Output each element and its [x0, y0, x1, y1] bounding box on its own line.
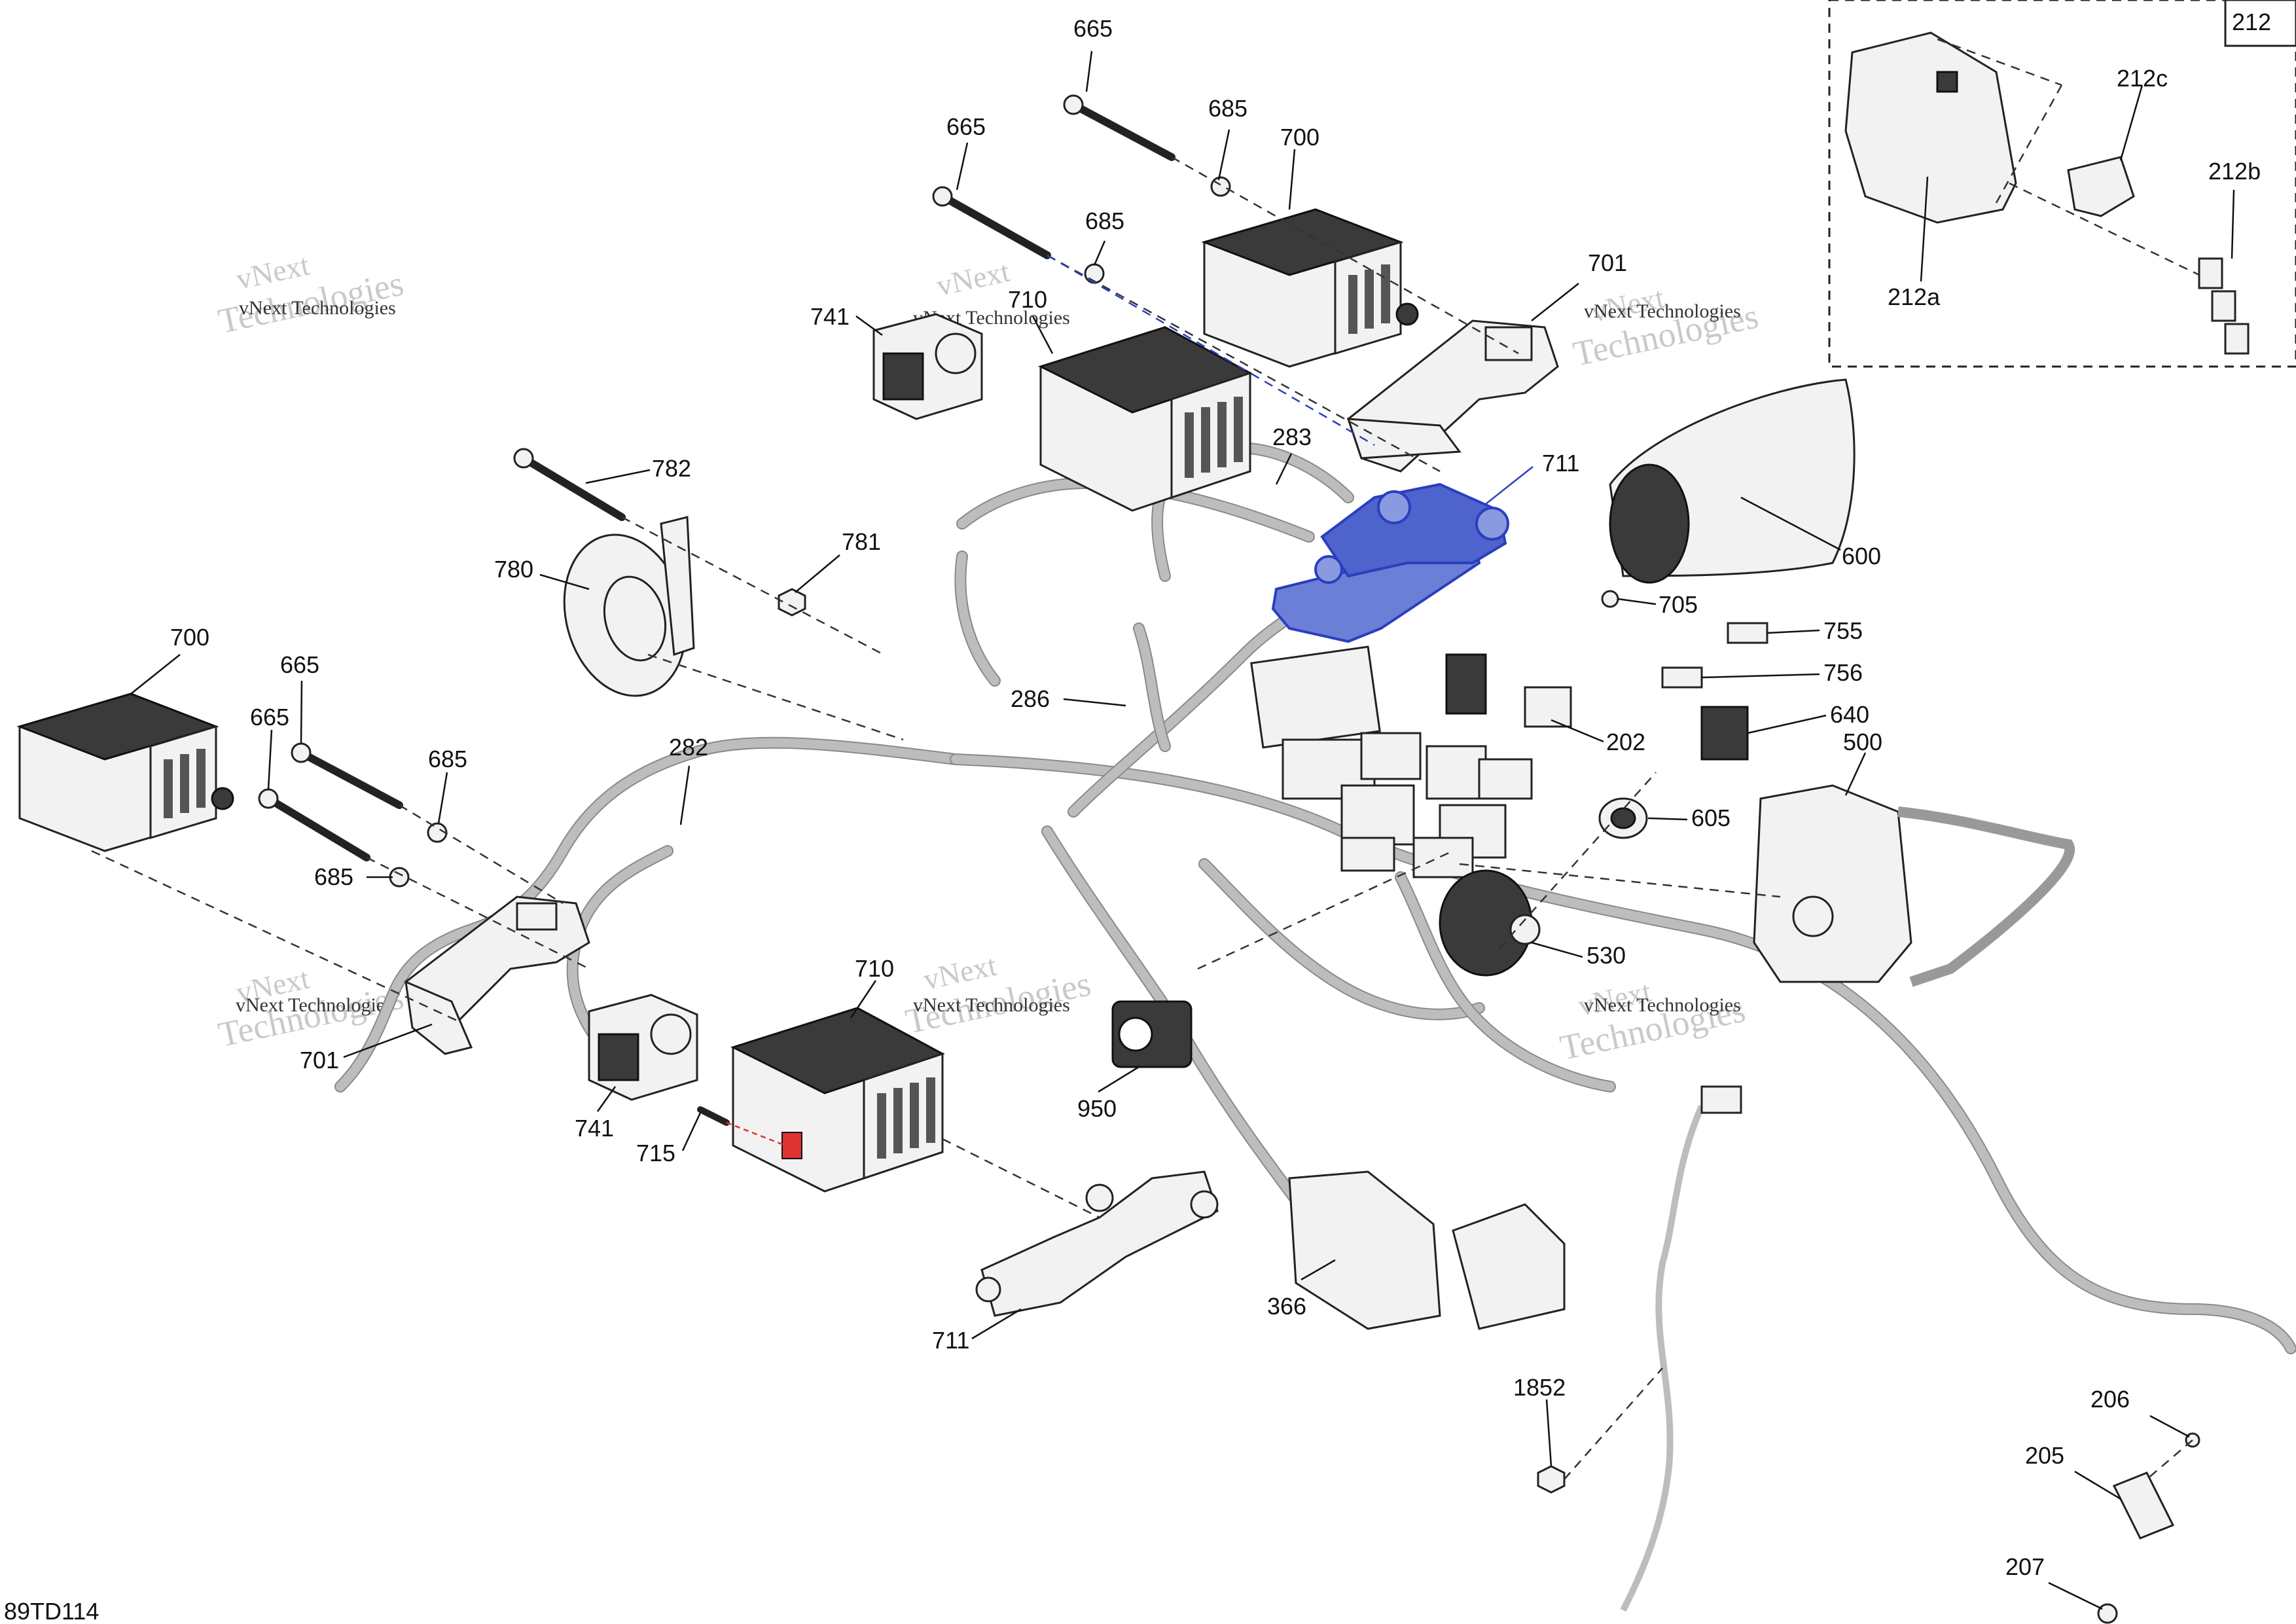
inset-212: 212 [1828, 0, 2296, 368]
callout-label: 741 [575, 1115, 614, 1142]
switch-assembly-500 [1753, 784, 2075, 987]
callout-label: 206 [2090, 1386, 2130, 1413]
callout-label: 605 [1691, 804, 1731, 831]
bracket-701-top [1346, 319, 1559, 473]
callout-label: 600 [1842, 543, 1881, 569]
callout-label: 701 [300, 1047, 339, 1074]
inset-reference-label: 212 [2232, 9, 2271, 35]
cluster-600 [1609, 378, 1856, 584]
callout-label: 700 [170, 624, 209, 651]
bracket-701-left [404, 895, 590, 1055]
callout-label: 710 [855, 955, 894, 982]
callout-label: 366 [1267, 1293, 1306, 1320]
callout-label: 283 [1272, 424, 1312, 450]
horn-780 [563, 516, 695, 697]
callout-label: 1852 [1513, 1374, 1566, 1401]
module-700-left [16, 693, 234, 852]
fasteners [258, 94, 2200, 1624]
module-366 [1288, 1170, 1566, 1330]
switch-640 [1700, 706, 1749, 761]
sensor-lead-1852 [1620, 1085, 1742, 1612]
callout-label: 715 [636, 1140, 675, 1166]
module-741-left [588, 994, 698, 1101]
callout-label: 640 [1830, 701, 1869, 728]
watermark-text: vNext Technologies [1584, 994, 1741, 1016]
watermark-text: vNext Technologies [1584, 300, 1741, 322]
leader-lines [130, 50, 2235, 1610]
callout-label: 685 [1085, 208, 1124, 234]
callout-label: 207 [2005, 1553, 2045, 1580]
module-700-top [1201, 208, 1419, 368]
callout-label: 741 [810, 303, 850, 330]
callout-label: 286 [1011, 685, 1050, 712]
callout-label: 282 [669, 734, 708, 761]
callout-label: 665 [946, 113, 986, 140]
connector-755 [1727, 622, 1768, 644]
callout-label: 665 [250, 704, 289, 731]
assembly-lines [91, 156, 2193, 1480]
module-741-top [872, 313, 983, 420]
grommet-605 [1598, 797, 1648, 839]
outlet-950 [1111, 1000, 1193, 1068]
watermark-text: vNext [933, 255, 1013, 302]
callout-label: 212a [1888, 283, 1941, 310]
connector-756 [1661, 666, 1703, 689]
watermark-text: vNext Technologies [236, 994, 393, 1016]
callout-label: 756 [1823, 659, 1863, 686]
bracket-711-left [975, 1170, 1219, 1317]
callout-label: 711 [1542, 450, 1579, 477]
callout-label: 780 [494, 556, 533, 583]
callout-label: 212b [2208, 158, 2261, 185]
callout-label: 781 [842, 528, 881, 555]
bracket-711-highlighted [1271, 482, 1509, 643]
central-connector-cluster [1250, 645, 1572, 878]
callout-label: 685 [1208, 95, 1247, 122]
callout-label: 950 [1077, 1095, 1117, 1122]
callout-label: 755 [1823, 617, 1863, 644]
module-710-left [730, 1007, 945, 1193]
clip-205 [2112, 1471, 2175, 1540]
watermark-text: vNext Technologies [239, 297, 396, 319]
callout-label: 665 [1073, 15, 1113, 42]
callout-label: 782 [652, 455, 691, 482]
callout-label: 710 [1008, 286, 1047, 313]
callout-label: 701 [1588, 249, 1627, 276]
callout-label: 705 [1659, 591, 1698, 618]
callout-label: 202 [1606, 729, 1645, 755]
figure-code: 89TD114 [4, 1598, 99, 1624]
module-710-top [1038, 326, 1253, 512]
watermark-text: vNext Technologies [913, 994, 1070, 1016]
callout-label: 711 [932, 1327, 969, 1354]
callout-label: 500 [1843, 729, 1882, 755]
callout-label: 685 [314, 863, 353, 890]
callout-label: 665 [280, 651, 319, 678]
callout-label: 700 [1280, 124, 1319, 151]
callout-label: 685 [428, 746, 467, 772]
sensor-530 [1439, 869, 1541, 977]
callout-label: 212c [2117, 65, 2168, 92]
callout-labels: 665 685 700 665 685 710 741 701 283 711 … [170, 15, 2261, 1580]
callout-label: 530 [1587, 942, 1626, 969]
callout-label: 205 [2025, 1442, 2064, 1469]
